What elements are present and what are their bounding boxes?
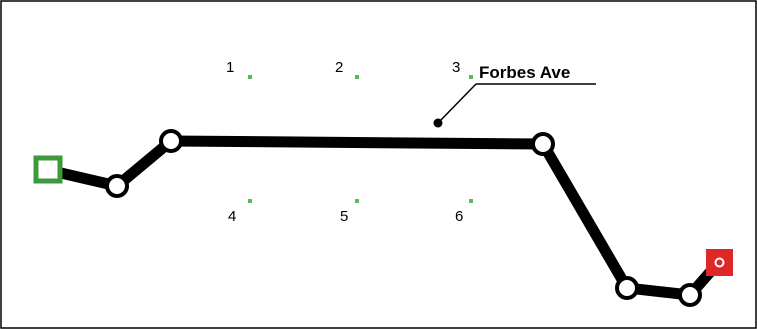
stop-label: 6 [455,208,463,225]
stop-dot-icon[interactable] [355,199,359,203]
stop-dot-icon[interactable] [469,199,473,203]
waypoint-circle-icon[interactable] [531,132,555,156]
waypoint-circle-icon[interactable] [615,276,639,300]
stop-label: 5 [340,208,348,225]
end-ring-center-icon [716,259,723,266]
waypoint-circle-icon[interactable] [678,283,702,307]
stop-dot-icon[interactable] [248,75,252,79]
stop-label: 4 [228,208,236,225]
start-square-icon[interactable] [33,155,63,184]
stop-dot-icon[interactable] [248,199,252,203]
waypoint-circle-icon[interactable] [159,129,183,153]
waypoint-circle-icon[interactable] [105,174,129,198]
street-callout-dot-icon [433,118,443,128]
stop-dot-icon[interactable] [355,75,359,79]
street-name-label: Forbes Ave [479,63,570,82]
street-callout-leader [437,83,477,124]
stop-label: 2 [335,59,343,76]
stop-label: 1 [226,59,234,76]
stop-dot-icon[interactable] [469,75,473,79]
stop-label: 3 [452,59,460,76]
